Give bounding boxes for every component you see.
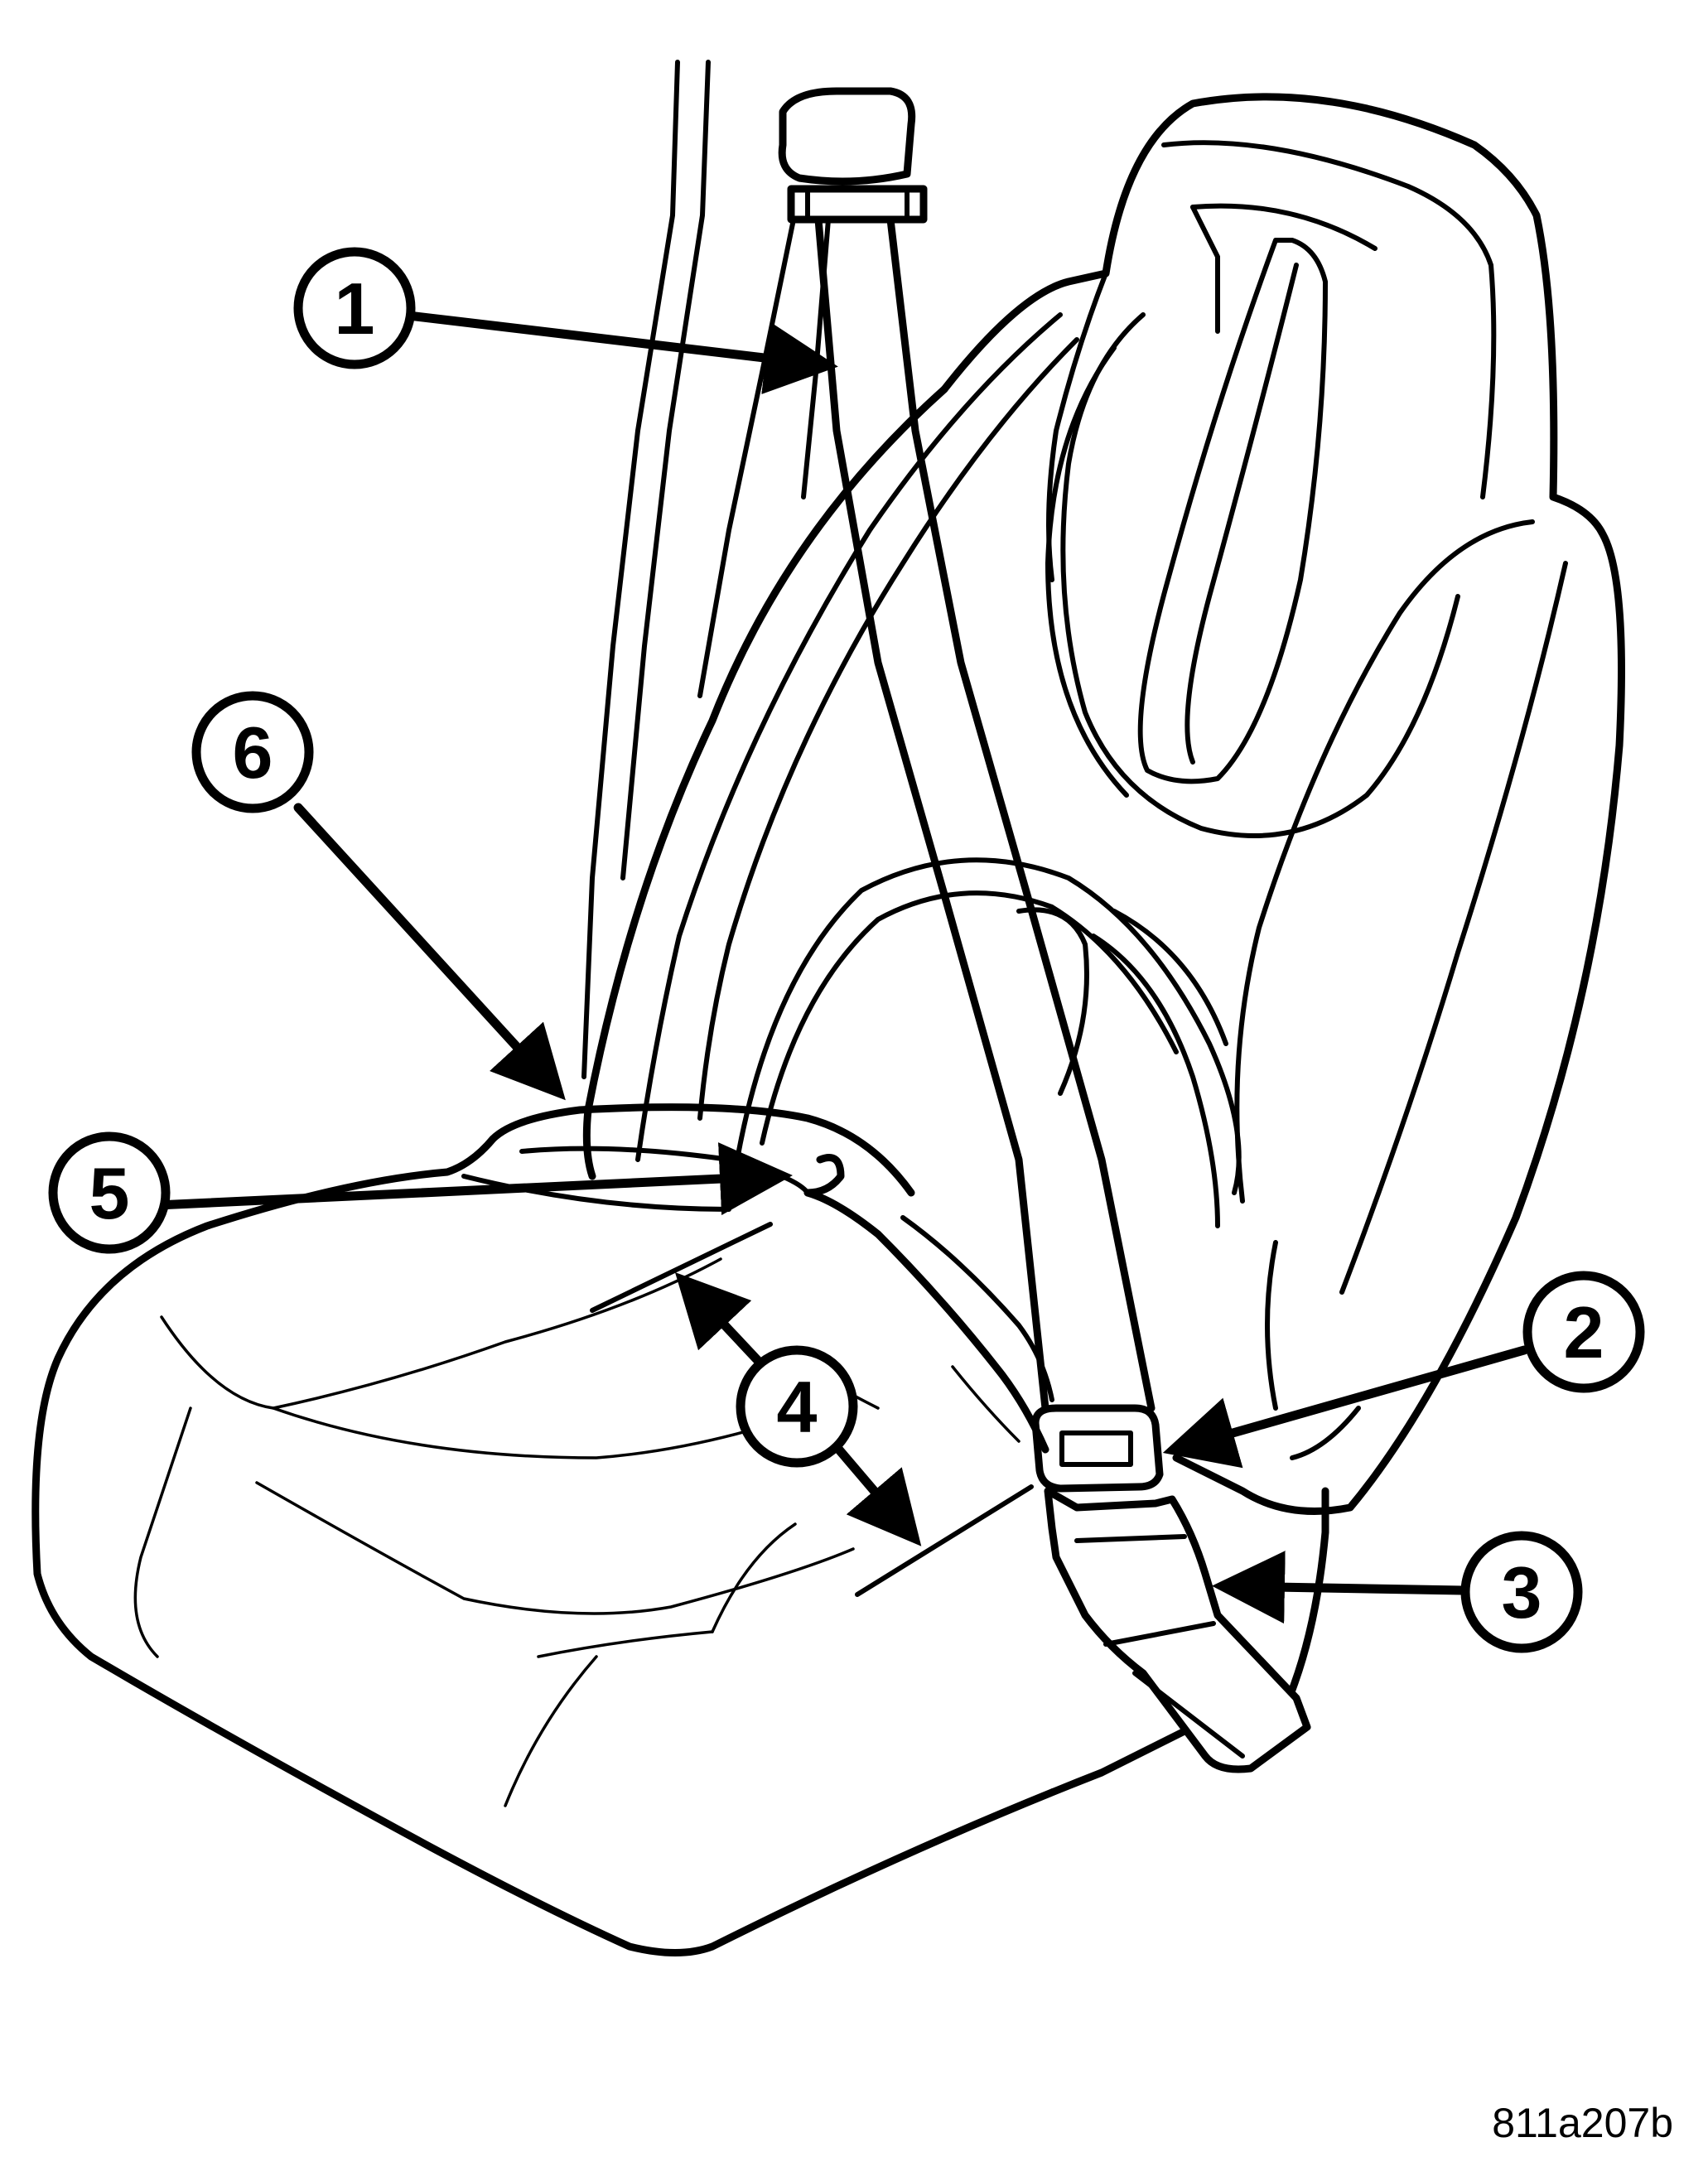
seatback xyxy=(582,93,1625,1515)
callout-5-label: 5 xyxy=(89,1152,130,1234)
callout-3: 3 xyxy=(1460,1531,1583,1653)
leader-4b xyxy=(823,1432,922,1546)
leader-1 xyxy=(397,310,838,394)
seat-cushion xyxy=(31,1103,1329,1956)
latch-plate xyxy=(1031,1404,1164,1493)
callout-6-label: 6 xyxy=(233,712,273,794)
leader-lines xyxy=(152,310,1529,1624)
callout-1-label: 1 xyxy=(335,268,375,350)
callout-4: 4 xyxy=(736,1345,858,1468)
callout-5: 5 xyxy=(48,1131,171,1254)
upper-anchor xyxy=(778,87,928,224)
callout-1: 1 xyxy=(293,247,416,369)
leader-5 xyxy=(152,1142,793,1216)
leader-4a xyxy=(674,1271,767,1370)
figure-code: 811a207b xyxy=(1492,2100,1673,2146)
callout-6: 6 xyxy=(191,691,314,813)
callout-3-label: 3 xyxy=(1502,1551,1542,1633)
leader-3 xyxy=(1212,1551,1467,1624)
callout-2: 2 xyxy=(1522,1271,1645,1393)
callout-4-label: 4 xyxy=(777,1366,818,1448)
leader-2 xyxy=(1162,1345,1529,1469)
shoulder-belt xyxy=(814,215,1156,1412)
leader-6 xyxy=(293,803,566,1101)
buckle xyxy=(1044,1487,1311,1773)
callout-2-label: 2 xyxy=(1564,1291,1604,1373)
lap-belt xyxy=(803,1154,1054,1454)
